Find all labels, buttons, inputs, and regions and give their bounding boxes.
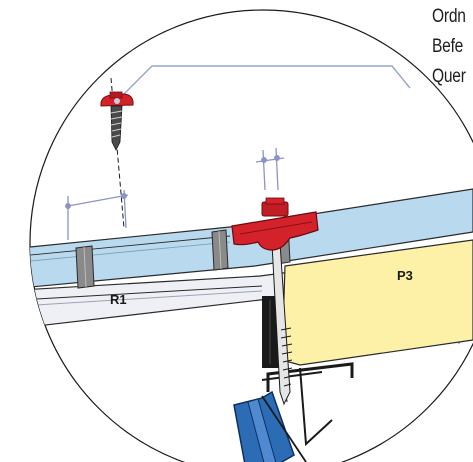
small-screw-icon	[100, 77, 134, 229]
caption-line-2: Befe	[432, 36, 464, 57]
bracket-outline	[266, 362, 354, 392]
leader-line	[117, 65, 411, 101]
caption-line-1: Ordn	[432, 6, 466, 27]
rail-label-r1: R1	[110, 292, 127, 307]
panel-label-p3: P3	[397, 268, 413, 283]
dimension-lines	[65, 147, 285, 240]
caption-line-3: Quer	[432, 66, 466, 87]
fastener-screw-icon	[231, 197, 319, 406]
